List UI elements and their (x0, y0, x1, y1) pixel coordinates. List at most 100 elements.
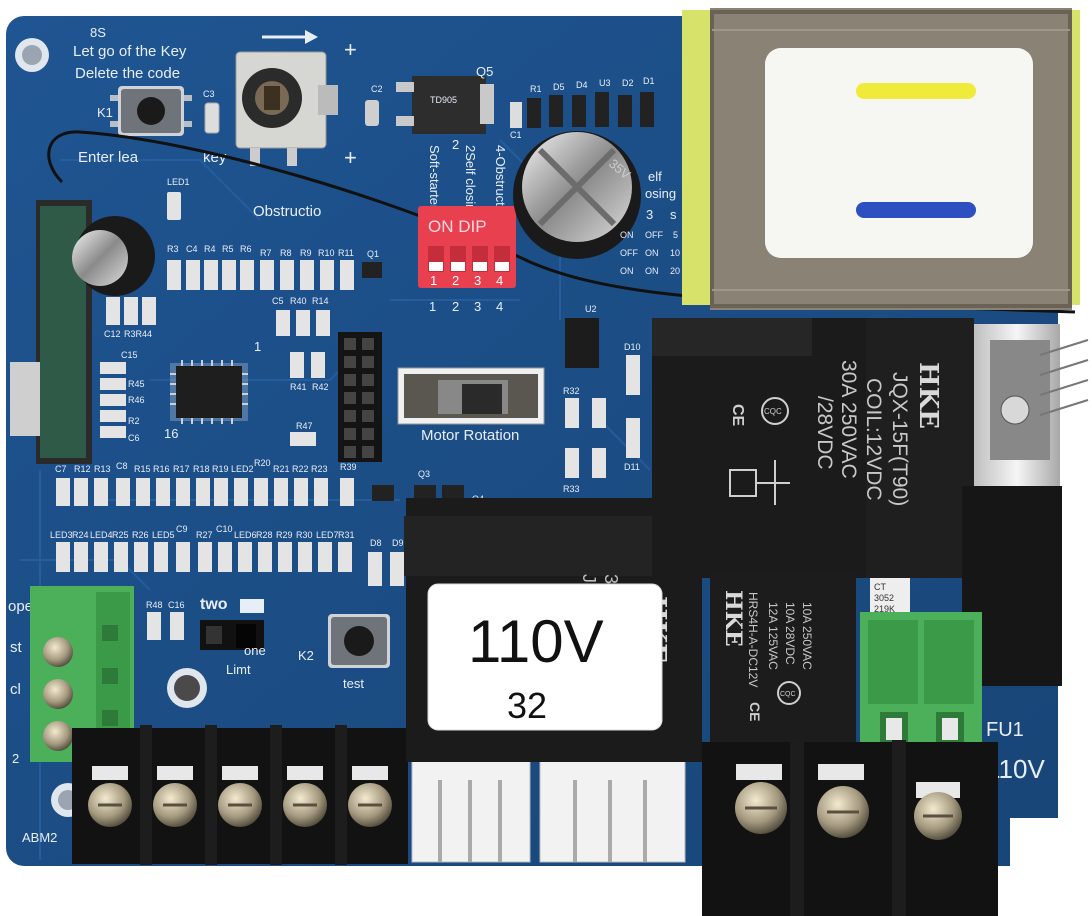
smd-row-top (510, 92, 654, 128)
label-abm: ABM2 (22, 830, 57, 845)
label-c10: C10 (216, 524, 233, 534)
label-two: two (200, 596, 228, 613)
label-led3: LED3 (50, 530, 73, 540)
small-relay-ce: CE (747, 702, 763, 721)
label-2: 2 (12, 751, 19, 766)
label-r19: R19 (212, 464, 229, 474)
potentiometer-icon[interactable] (235, 51, 338, 166)
table-r3c3: 20 (670, 266, 680, 276)
label-k1: K1 (97, 105, 113, 120)
label-led1: LED1 (167, 177, 190, 187)
label-r5: R5 (222, 244, 234, 254)
screw-terminal-icon[interactable] (860, 612, 982, 754)
limit-jumper[interactable] (200, 620, 264, 650)
label-r4: R4 (204, 244, 216, 254)
dip-num-3: 3 (474, 273, 481, 288)
power-relay: HKE JQ 30 110V 32 (404, 498, 710, 762)
relay-schematic-icon (729, 460, 790, 505)
label-limt: Limt (226, 662, 251, 677)
screw-terminal-icon[interactable] (702, 740, 998, 916)
resistor-pair (106, 297, 156, 325)
label-r24: R24 (72, 530, 89, 540)
k1-learn-button[interactable] (110, 86, 192, 136)
label-delete-code: Delete the code (75, 65, 180, 82)
screw-terminal-icon[interactable] (72, 725, 408, 865)
label-r26: R26 (132, 530, 149, 540)
label-r42: R42 (312, 382, 329, 392)
test-button[interactable] (328, 614, 390, 668)
label-r7: R7 (260, 248, 272, 258)
label-r45: R45 (128, 379, 145, 389)
table-col-s: s (670, 207, 677, 222)
table-r3c2: ON (645, 266, 659, 276)
label-r20: R20 (254, 458, 271, 468)
label-d11: D11 (624, 462, 640, 472)
motor-rotation-switch[interactable] (397, 367, 545, 425)
table-r1c2: OFF (645, 230, 663, 240)
led-indicator (167, 192, 181, 220)
silk-box (240, 599, 264, 613)
label-c7: C7 (55, 464, 67, 474)
label-mcu-pin16: 16 (164, 426, 178, 441)
mounting-hole-icon (15, 38, 49, 72)
label-u3: U3 (599, 78, 611, 88)
small-relay-model: HRS4H-A-DC12V (746, 592, 760, 687)
main-relay-rating2: /28VDC (813, 396, 836, 470)
main-relay-ce: CE (729, 404, 746, 427)
label-d1: D1 (643, 76, 655, 86)
label-d10: D10 (624, 342, 641, 352)
electrolytic-capacitor: 35V (513, 131, 641, 259)
q5-part: TD905 (430, 95, 457, 105)
heatsink (974, 324, 1089, 486)
dip-label-obstruction: 4-Obstruction (493, 145, 508, 223)
label-c8: C8 (116, 461, 128, 471)
small-relay-r2: 10A 28VDC (783, 602, 797, 665)
dip-switch[interactable]: ON DIP 1 2 3 4 (418, 206, 516, 288)
table-header-elf: elf (648, 169, 662, 184)
table-r3c1: ON (620, 266, 634, 276)
resistor-r48 (147, 612, 161, 640)
resistor-group (290, 352, 325, 446)
small-relay: HKE HRS4H-A-DC12V 12A 125VAC 10A 28VDC 1… (710, 574, 856, 742)
label-plus-top: + (344, 37, 357, 62)
label-r6: R6 (240, 244, 252, 254)
label-obstruction: Obstructio (253, 203, 321, 220)
label-r18: R18 (193, 464, 210, 474)
label-r29: R29 (276, 530, 293, 540)
arrow-right-icon (262, 30, 318, 44)
relay-voltage-label: 110V (468, 608, 604, 675)
label-q5: Q5 (476, 64, 493, 79)
pin-header (338, 332, 382, 462)
label-c16: C16 (168, 600, 185, 610)
table-r1c1: ON (620, 230, 634, 240)
white-connector[interactable] (411, 751, 531, 863)
label-enter-learn: Enter lea (78, 149, 139, 166)
table-r1c3: 5 (673, 230, 678, 240)
label-c9: C9 (176, 524, 188, 534)
microcontroller-chip (170, 360, 248, 424)
label-d2: D2 (622, 78, 634, 88)
dip-label-self-closing: 2Self closing (463, 145, 478, 219)
label-r2: R2 (128, 416, 140, 426)
dip-under-3: 3 (474, 299, 481, 314)
table-col-3: 3 (646, 207, 653, 222)
label-led6: LED6 (234, 530, 257, 540)
label-r9: R9 (300, 248, 312, 258)
label-r40: R40 (290, 296, 307, 306)
label-d8: D8 (370, 538, 382, 548)
label-q3: Q3 (418, 469, 430, 479)
dip-switch-label: ON DIP (428, 217, 487, 236)
resistor-row-3 (56, 478, 354, 506)
main-relay: HKE JQX-15F(T90) COIL:12VDC 30A 250VAC /… (652, 318, 974, 578)
main-relay-brand: HKE (913, 362, 943, 429)
label-r48: R48 (146, 600, 163, 610)
dip-label-soft-starter: Soft-starter (427, 145, 442, 210)
main-relay-rating1: 30A 250VAC (837, 360, 860, 479)
label-c2: C2 (371, 84, 383, 94)
white-connector[interactable] (539, 751, 686, 863)
label-u2: U2 (585, 304, 597, 314)
label-r47: R47 (296, 421, 313, 431)
board-edge-white (1010, 818, 1062, 866)
label-r3r44: R3R44 (124, 329, 152, 339)
smd-capacitor (204, 102, 220, 134)
